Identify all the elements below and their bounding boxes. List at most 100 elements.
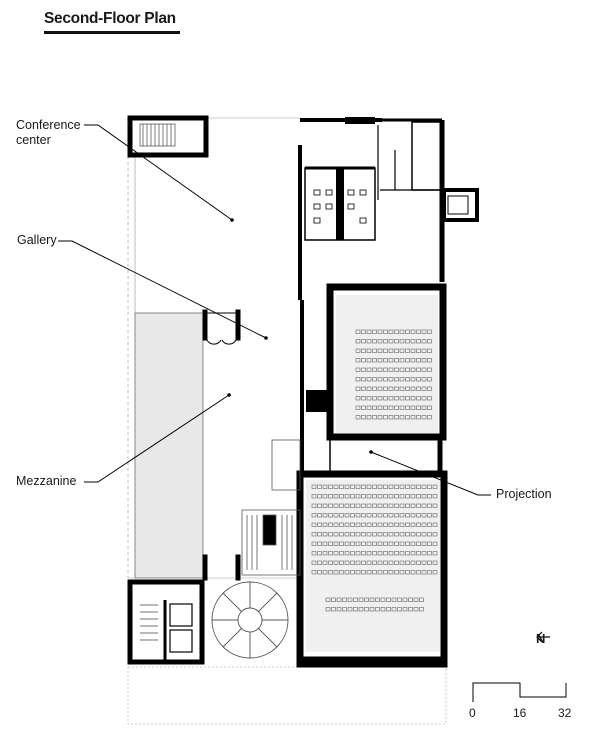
lower-seat — [375, 597, 380, 602]
lower-seat — [394, 494, 399, 499]
upper-seat — [388, 377, 394, 382]
upper-seat — [416, 329, 421, 334]
lower-seat — [421, 494, 427, 499]
upper-seat — [366, 339, 372, 344]
upper-seat — [377, 329, 383, 334]
ground-outline — [127, 666, 447, 725]
upper-seat — [410, 415, 416, 420]
upper-seat — [361, 358, 366, 363]
upper-seat — [366, 405, 372, 410]
lower-seat — [311, 484, 317, 489]
upper-seat — [394, 377, 399, 382]
lower-seat — [361, 541, 366, 546]
lower-seat — [353, 597, 358, 602]
lower-seat — [416, 513, 421, 518]
upper-seat — [399, 415, 405, 420]
upper-seat — [361, 367, 366, 372]
lower-seat — [388, 541, 394, 546]
upper-seat — [388, 415, 394, 420]
lower-seat — [421, 513, 427, 518]
projection-room — [329, 435, 443, 472]
upper-seat — [366, 358, 372, 363]
lower-seat — [405, 560, 410, 565]
lower-seat — [350, 494, 355, 499]
lower-seat — [322, 484, 328, 489]
lower-seat — [399, 513, 405, 518]
lower-seat — [364, 607, 369, 612]
north-label: N — [536, 631, 546, 646]
upper-seat — [416, 358, 421, 363]
upper-seat — [427, 367, 432, 372]
lower-seat — [377, 551, 383, 556]
lower-seat — [416, 560, 421, 565]
lower-seat — [399, 560, 405, 565]
lower-seat — [328, 503, 333, 508]
lower-seat — [328, 494, 333, 499]
lower-seat — [344, 484, 350, 489]
upper-seat — [421, 405, 427, 410]
lower-seat — [322, 551, 328, 556]
lower-seat — [427, 570, 432, 575]
lower-seat — [416, 570, 421, 575]
gallery-doors — [202, 309, 241, 581]
lower-seat — [427, 503, 432, 508]
lower-seat — [339, 570, 344, 575]
upper-seat — [377, 386, 383, 391]
lower-seat — [311, 541, 317, 546]
lower-seat — [355, 494, 361, 499]
lower-seat — [427, 494, 432, 499]
lower-seat — [353, 607, 358, 612]
upper-seat — [405, 386, 410, 391]
lower-seat — [421, 560, 427, 565]
lower-seat — [372, 484, 377, 489]
lower-seat — [350, 541, 355, 546]
lower-seat — [317, 503, 322, 508]
lower-seat — [399, 570, 405, 575]
lower-seat — [410, 503, 416, 508]
lower-seat — [347, 597, 353, 602]
lower-seat — [388, 560, 394, 565]
lower-seat — [388, 513, 394, 518]
lower-seat — [322, 494, 328, 499]
upper-seat — [399, 405, 405, 410]
lower-seat — [361, 560, 366, 565]
upper-seat — [394, 348, 399, 353]
upper-seat — [383, 329, 388, 334]
lower-seat — [350, 484, 355, 489]
upper-seat — [394, 329, 399, 334]
lower-seat — [317, 532, 322, 537]
upper-seat — [366, 329, 372, 334]
upper-seat — [388, 339, 394, 344]
upper-seat — [394, 367, 399, 372]
upper-seat — [361, 386, 366, 391]
upper-seat — [355, 405, 361, 410]
lower-seat — [317, 494, 322, 499]
upper-seat — [383, 339, 388, 344]
lower-seat — [432, 541, 438, 546]
lower-seat — [333, 560, 339, 565]
lower-seat — [333, 551, 339, 556]
lower-seat — [311, 551, 317, 556]
upper-seat — [421, 396, 427, 401]
lower-seat — [311, 560, 317, 565]
upper-seat — [361, 329, 366, 334]
label-conference: Conference center — [16, 118, 81, 148]
lower-seat — [410, 494, 416, 499]
lower-seat — [405, 494, 410, 499]
lower-seat — [416, 503, 421, 508]
lower-seat — [328, 570, 333, 575]
lower-seat — [410, 484, 416, 489]
lower-seat — [383, 513, 388, 518]
upper-seat — [388, 367, 394, 372]
lower-seat — [432, 513, 438, 518]
upper-seat — [427, 386, 432, 391]
lower-seat — [405, 522, 410, 527]
lower-seat — [355, 560, 361, 565]
lower-seat — [421, 532, 427, 537]
upper-seat — [361, 348, 366, 353]
upper-seat — [377, 367, 383, 372]
lower-seat — [372, 560, 377, 565]
upper-seat — [399, 367, 405, 372]
lower-seat — [427, 560, 432, 565]
